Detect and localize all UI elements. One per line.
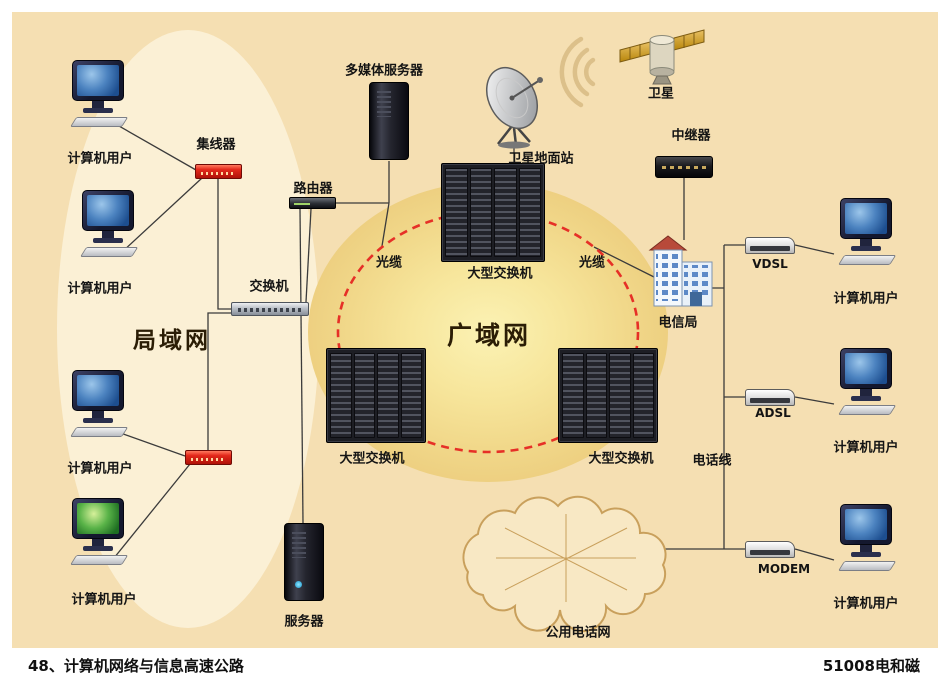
computer-user-label: 计算机用户 [833,291,899,307]
monitor-icon [840,198,892,239]
fiber-label: 光缆 [375,255,403,271]
screen [845,509,887,540]
large-switch-label: 大型交换机 [339,451,405,467]
computer-user-label: 计算机用户 [67,281,133,297]
large-switch-label: 大型交换机 [467,266,533,282]
monitor-icon [72,60,124,101]
large-switch-top [441,163,545,262]
router-label: 路由器 [293,181,333,197]
lan-computer-2 [76,190,140,257]
keyboard-icon [70,427,129,437]
modem-label: MODEM [757,562,811,576]
computer-user-label: 计算机用户 [833,596,899,612]
monitor-icon [82,190,134,231]
lan-title: 局域网 [133,328,211,354]
repeater-device [655,156,713,178]
multimedia-server-device [369,82,409,160]
phone-line-label: 电话线 [692,453,732,469]
wan-computer-1 [834,198,898,265]
phone-network-label: 公用电话网 [545,625,611,641]
satellite-label: 卫星 [647,86,675,102]
keyboard-icon [838,405,897,415]
adsl-label: ADSL [755,406,791,420]
large-switch-label: 大型交换机 [588,451,654,467]
hub-device-2 [185,450,232,465]
screen [845,203,887,234]
large-switch-left [326,348,426,443]
keyboard-icon [838,255,897,265]
fiber-label: 光缆 [578,255,606,271]
power-led [295,581,302,588]
monitor-icon [840,348,892,389]
computer-user-label: 计算机用户 [71,592,137,608]
footer-caption: 48、计算机网络与信息高速公路 [28,657,244,675]
wan-title: 广域网 [446,321,532,350]
telecom-office-label: 电信局 [658,315,698,331]
keyboard-icon [70,117,129,127]
keyboard-icon [838,561,897,571]
switch-label: 交换机 [249,279,289,295]
hub-device-1 [195,164,242,179]
footer-code: 51008电和磁 [822,657,920,675]
lan-computer-1 [66,60,130,127]
wan-computer-3 [834,504,898,571]
lan-computer-3 [66,370,130,437]
vdsl-label: VDSL [752,257,788,271]
keyboard-icon [80,247,139,257]
computer-user-label: 计算机用户 [67,461,133,477]
screen [77,503,119,534]
ground-station-label: 卫星地面站 [508,151,574,167]
server-label: 服务器 [284,614,324,630]
wan-computer-2 [834,348,898,415]
multimedia-server-label: 多媒体服务器 [344,63,424,79]
monitor-icon [72,370,124,411]
computer-user-label: 计算机用户 [67,151,133,167]
keyboard-icon [70,555,129,565]
modem-device [745,541,795,558]
monitor-icon [840,504,892,545]
router-device [289,197,336,209]
screen [77,65,119,96]
vdsl-device [745,237,795,254]
screen [77,375,119,406]
large-switch-right [558,348,658,443]
monitor-icon [72,498,124,539]
screen [845,353,887,384]
adsl-device [745,389,795,406]
lan-computer-4 [66,498,130,565]
screen [87,195,129,226]
server-device [284,523,324,601]
computer-user-label: 计算机用户 [833,440,899,456]
switch-device [231,302,309,316]
repeater-label: 中继器 [671,128,711,144]
hub-label: 集线器 [196,137,236,153]
